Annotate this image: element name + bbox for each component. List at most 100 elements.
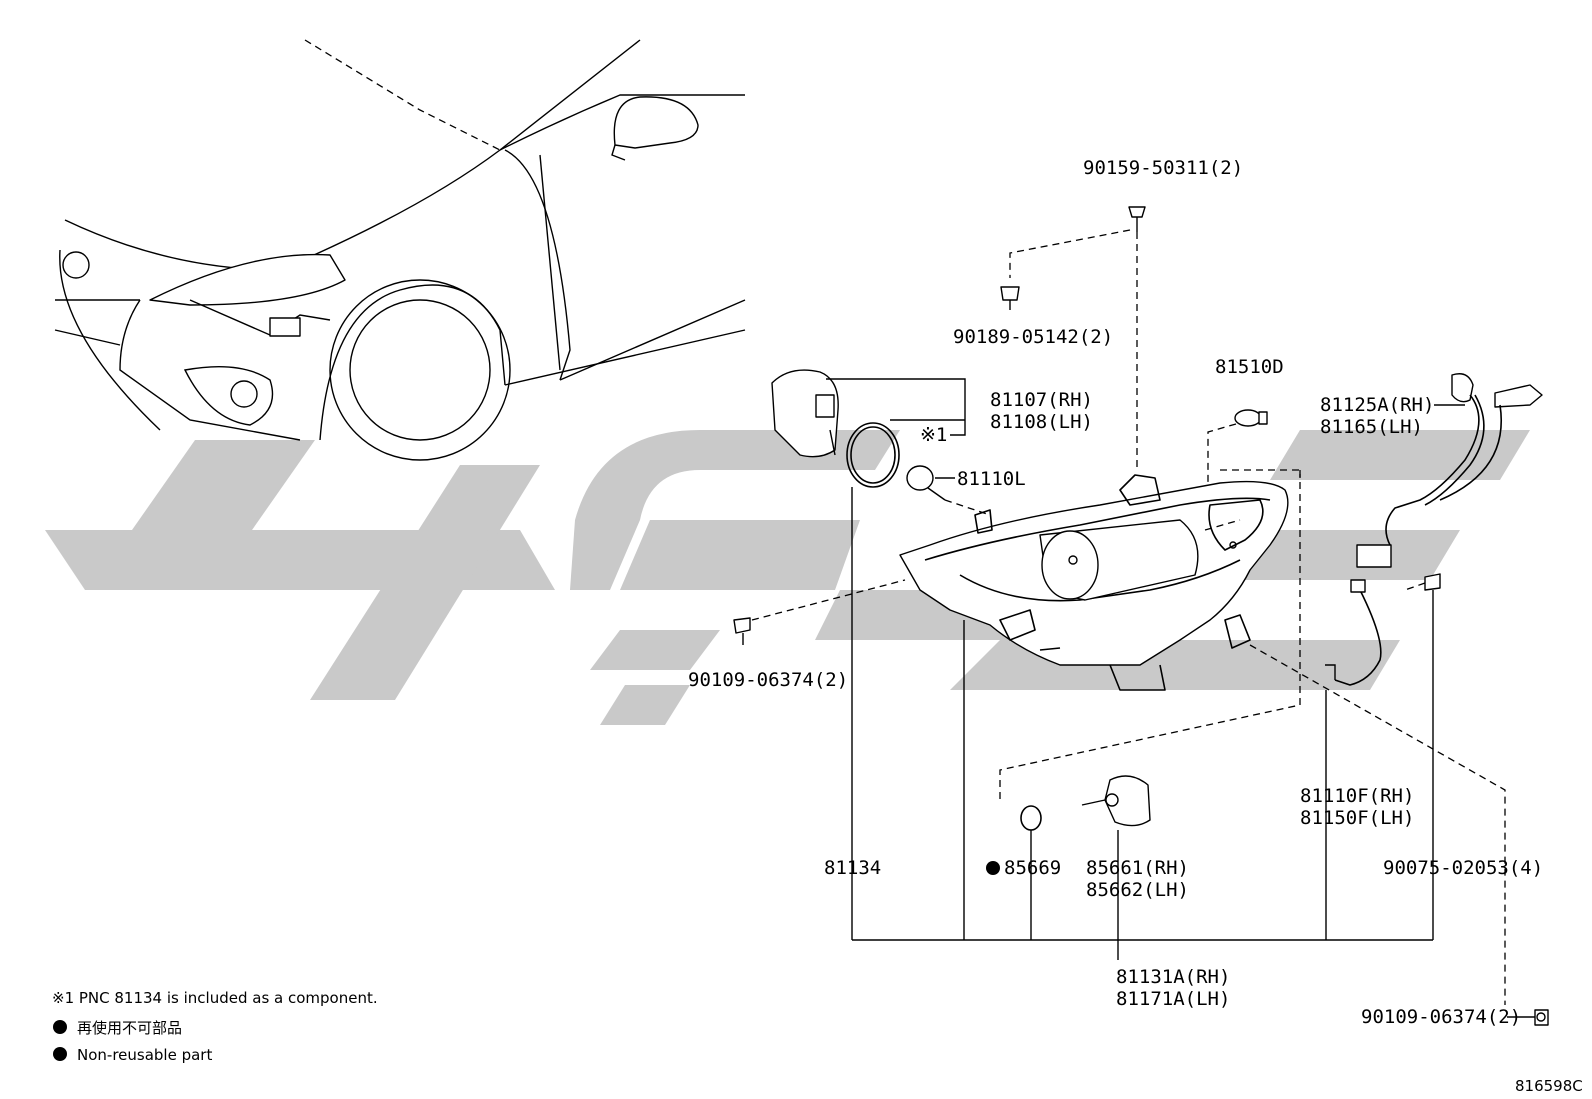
watermark-shape — [590, 630, 720, 670]
label-81125a: 81125A(RH) — [1320, 394, 1434, 416]
bottom-bracket — [1109, 664, 1166, 691]
bulb-base — [1258, 411, 1268, 425]
headlamp-assembly-81131a — [899, 474, 1289, 691]
bolt-recess — [1536, 1012, 1546, 1022]
ballast-lead — [829, 429, 836, 456]
harness-wire-3 — [1439, 404, 1502, 501]
label-85661: 85661(RH) — [1086, 857, 1189, 879]
bulb-81510d — [1234, 409, 1268, 427]
label-90159: 90159-50311(2) — [1083, 157, 1243, 179]
rocker-line — [504, 329, 746, 386]
label-81510d: 81510D — [1215, 356, 1284, 378]
leader-90189-top — [1009, 229, 1131, 278]
bolt-90159 — [1128, 206, 1146, 232]
bumper-bar-2 — [54, 329, 121, 346]
gasket-ring-inner — [850, 426, 896, 484]
motor-gear — [1105, 793, 1119, 807]
assembly-bracket-lines — [851, 487, 1434, 960]
harness-connector — [1356, 544, 1392, 568]
label-81108: 81108(LH) — [990, 411, 1093, 433]
bolt-head — [733, 617, 751, 634]
side-mount — [974, 509, 993, 534]
car-headlamp — [149, 253, 346, 306]
harness-socket — [1451, 373, 1474, 403]
fog-lamp — [230, 380, 258, 408]
leader-90075-dash — [1404, 582, 1426, 591]
label-90189: 90189-05142(2) — [953, 326, 1113, 348]
fender-line — [504, 149, 571, 381]
figure-id: 816598C — [1515, 1077, 1583, 1095]
label-90109-right: 90109-06374(2) — [1361, 1006, 1521, 1028]
bulb-glass — [1234, 409, 1262, 427]
drl-module — [1208, 499, 1264, 551]
bulb-81110l — [906, 465, 946, 501]
hood-line — [304, 39, 501, 151]
projector-lens — [1041, 530, 1099, 600]
front-wheel — [329, 279, 511, 461]
harness-clip — [1350, 579, 1366, 593]
leader-frame-top — [1220, 469, 1301, 478]
nonreusable-marker-icon — [53, 1020, 67, 1034]
harness-81125a — [1325, 373, 1543, 686]
label-81165: 81165(LH) — [1320, 416, 1423, 438]
nonreusable-marker-icon — [986, 861, 1000, 875]
watermark-shape — [310, 465, 540, 700]
leader-90109a — [751, 579, 906, 621]
leader-81510d — [1207, 423, 1237, 530]
harness-bulb-socket — [1494, 384, 1543, 408]
body-line — [559, 299, 746, 381]
watermark-shape — [620, 520, 860, 590]
bumper-left — [59, 249, 161, 431]
harness-clip-2 — [1325, 664, 1336, 680]
leader-81510d-end — [1204, 519, 1241, 531]
nonreusable-marker-icon — [53, 1047, 67, 1061]
o-ring-85669 — [1020, 805, 1042, 831]
bolt-90109-left — [733, 617, 751, 645]
car-headlamp-connector — [269, 317, 301, 337]
hood-edge — [64, 149, 501, 271]
adjuster-housing — [999, 609, 1036, 641]
label-81171a: 81171A(LH) — [1116, 988, 1230, 1010]
bracket-81107 — [826, 378, 966, 436]
grille-edge — [119, 299, 301, 441]
bolt-head — [1128, 206, 1146, 218]
bolt-head — [1000, 286, 1020, 301]
mirror-stem — [611, 144, 626, 161]
bulb-stem — [927, 487, 946, 501]
ballast-housing — [771, 369, 839, 458]
label-81131a: 81131A(RH) — [1116, 966, 1230, 988]
label-90109-left: 90109-06374(2) — [688, 669, 848, 691]
door-line — [539, 154, 561, 371]
emblem-ring — [62, 251, 90, 279]
gasket-ring — [846, 422, 900, 488]
harness-wire — [1385, 394, 1480, 546]
label-81150f: 81150F(LH) — [1300, 807, 1414, 829]
watermark-shape — [600, 685, 690, 725]
headlamp-lens-edge — [924, 497, 1271, 561]
label-81107: 81107(RH) — [990, 389, 1093, 411]
motor-shaft — [1081, 799, 1106, 806]
leader-90109b — [1249, 644, 1506, 1005]
a-pillar — [499, 39, 641, 151]
rear-bracket — [1224, 614, 1251, 649]
bulb-glass — [906, 465, 934, 491]
leader-85669 — [999, 470, 1301, 800]
top-mount — [1119, 474, 1161, 506]
car-front-illustration — [54, 39, 746, 461]
label-85662: 85662(LH) — [1086, 879, 1189, 901]
leveling-motor-85661 — [1081, 775, 1151, 827]
watermark-shape — [1270, 430, 1530, 480]
windshield-base — [499, 94, 745, 151]
bolt-90109-right — [1534, 1009, 1549, 1026]
ballast-81107 — [771, 369, 839, 458]
label-81134: 81134 — [824, 857, 881, 879]
bolt-90189 — [1000, 286, 1020, 310]
wheel-arch — [319, 284, 506, 441]
front-wheel-rim — [349, 299, 491, 441]
lower-clip — [1039, 647, 1061, 651]
drl-dot — [1229, 541, 1237, 549]
fog-lamp-housing — [183, 366, 274, 426]
ballast-connector — [815, 394, 835, 418]
screw-head — [1424, 573, 1441, 591]
